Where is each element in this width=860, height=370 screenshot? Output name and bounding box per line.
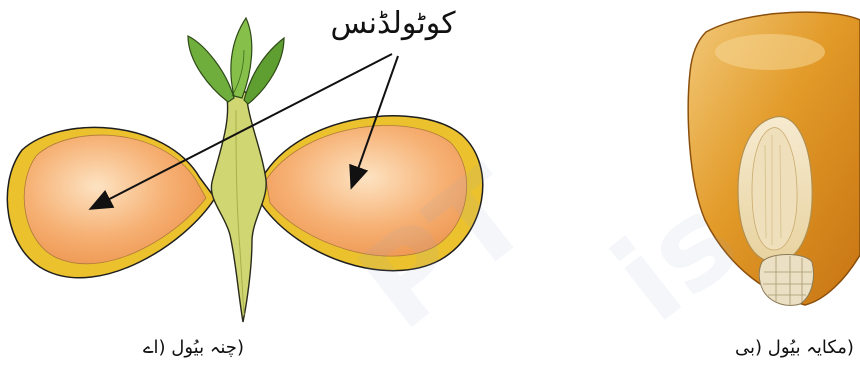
- right-cotyledon: [262, 116, 483, 271]
- cotyledons-label: كوٹولڈنس: [298, 6, 488, 41]
- gram-seed-illustration: [7, 18, 482, 322]
- figure-a-caption: (چنہ بیُول (اے: [143, 337, 244, 358]
- left-cotyledon: [7, 127, 215, 277]
- figure-b-caption: (مکایہ بیُول (بی: [735, 337, 854, 358]
- tip-cap: [759, 255, 813, 307]
- maize-seed-illustration: [688, 12, 860, 306]
- embryo: [738, 117, 812, 262]
- stem: [211, 92, 266, 322]
- plumule-leaves: [188, 18, 284, 104]
